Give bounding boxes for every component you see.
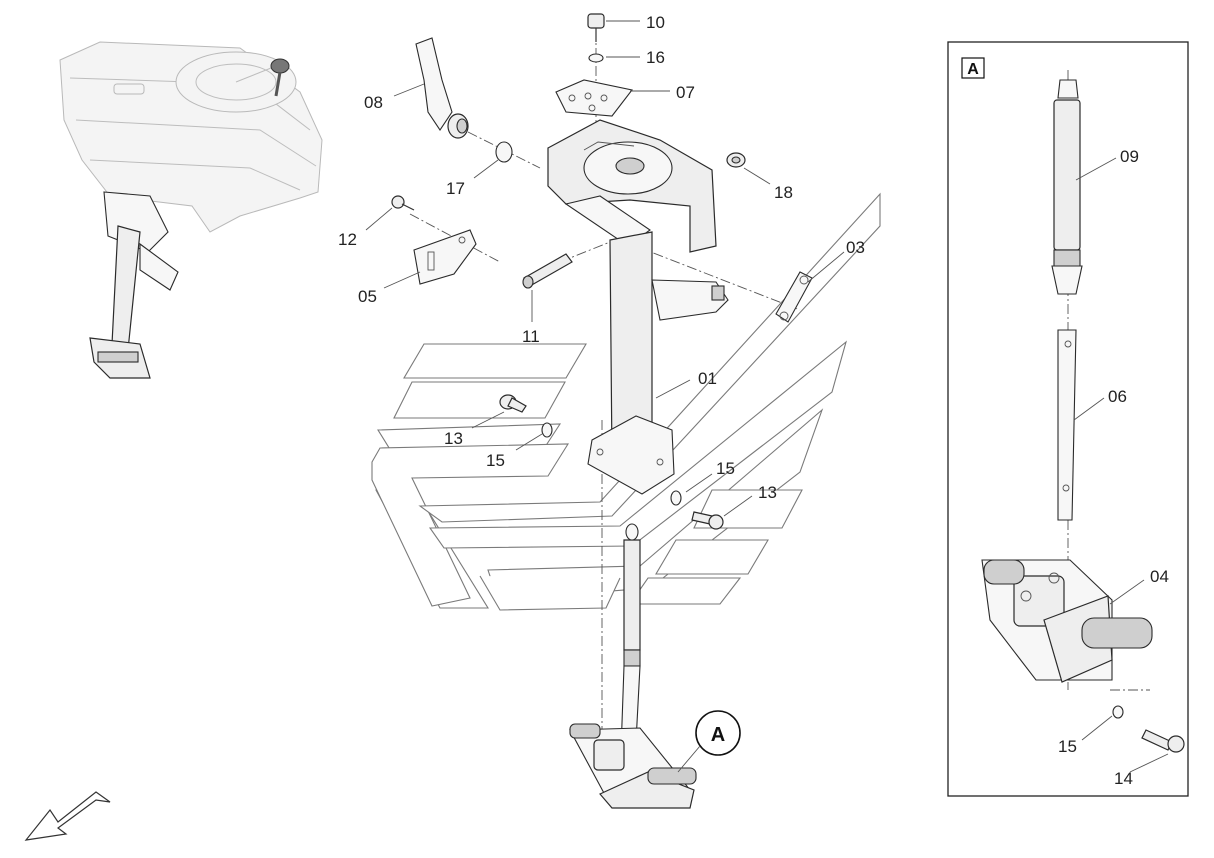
label-12: 12 [338,230,357,249]
axis-line-bolt [559,237,621,263]
direction-arrow-icon [24,791,111,841]
label-08: 08 [364,93,383,112]
detail-a-inset: A [947,41,1189,797]
label-09: 09 [1120,147,1139,166]
label-04: 04 [1150,567,1169,586]
label-05: 05 [358,287,377,306]
tractor-locator-icon [59,41,323,379]
svg-text:A: A [711,724,725,746]
part-pedal-assembly-lower [569,723,697,809]
part-15-washer-left [541,422,553,438]
label-13-right: 13 [758,483,777,502]
callout-a[interactable]: A [695,710,741,756]
label-11: 11 [522,327,540,346]
label-06: 06 [1108,387,1127,406]
label-10: 10 [646,13,665,32]
inset-tag-box [961,57,985,79]
label-17: 17 [446,179,465,198]
part-09-gas-spring [1051,79,1083,295]
part-18-nut [726,152,746,168]
label-15-inset: 15 [1058,737,1077,756]
inset-tag: A [967,61,979,78]
part-14-screw [1141,729,1185,753]
label-01: 01 [698,369,717,388]
part-05-plate [413,229,477,285]
part-15-washer-inset [1112,705,1124,719]
part-12-screw [391,195,415,211]
label-18: 18 [774,183,793,202]
part-03-link [775,271,813,323]
part-01-column [587,231,729,495]
part-16-washer [588,53,604,63]
leader-lines [365,20,1169,773]
label-13-left: 13 [444,429,463,448]
part-04-pedal-bracket [981,559,1153,683]
part-17-washer [495,141,513,163]
part-11-bolt [522,253,573,289]
part-10-screw [587,13,605,42]
label-15-left: 15 [486,451,505,470]
part-13-screw-left [499,394,527,413]
label-15-right: 15 [716,459,735,478]
label-16: 16 [646,48,665,67]
part-07-plate [555,79,633,117]
part-06-rod [1057,329,1077,521]
label-14: 14 [1114,769,1133,788]
part-15-washer-right [670,490,682,506]
part-labels: 10 16 07 08 17 18 12 05 03 11 01 13 15 1… [338,13,1169,788]
label-07: 07 [676,83,695,102]
part-main-bracket [547,119,717,253]
part-13-screw-right [691,511,724,530]
label-03: 03 [846,238,865,257]
part-08-lever [415,37,469,139]
